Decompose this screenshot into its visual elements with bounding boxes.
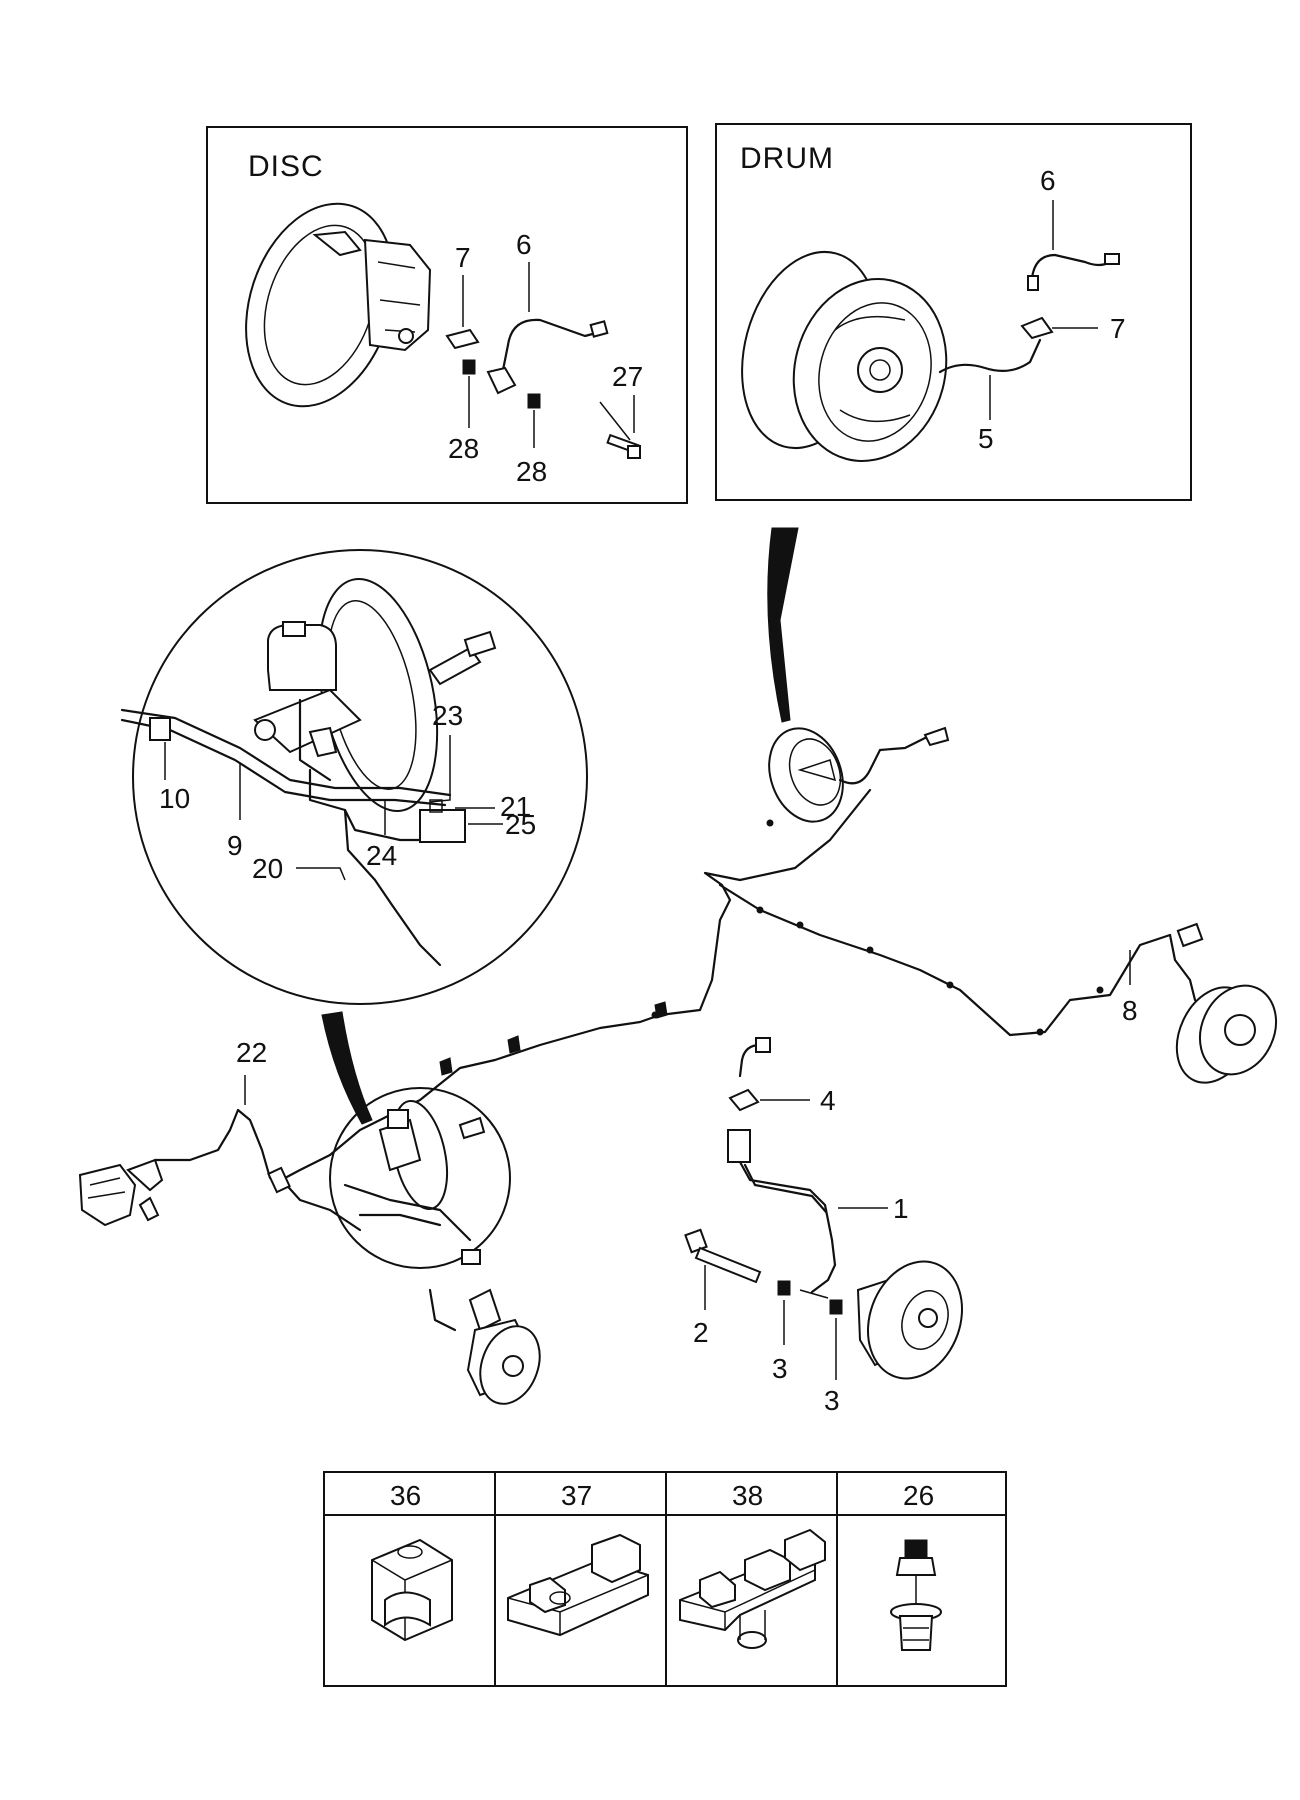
drum-brake-illustration [741,250,948,462]
main-label-3a: 3 [772,1353,788,1384]
disc-label-27: 27 [612,361,643,392]
mc-label-10: 10 [159,783,190,814]
front-right-assembly: 4 1 2 3 3 [684,1037,964,1416]
main-brake-lines: 8 22 [78,726,1277,1416]
main-label-1: 1 [893,1193,909,1224]
clip-header-37: 37 [561,1480,592,1511]
master-cylinder-callout-wedge [321,1011,373,1125]
disc-label-28b: 28 [516,456,547,487]
clip-26-illustration [890,1539,942,1651]
disc-inset-frame [206,126,688,504]
main-label-4: 4 [820,1085,836,1116]
drum-bracket-7 [1020,316,1054,340]
master-cylinder-detail: 10 9 25 23 21 24 20 [120,549,588,1005]
main-label-8: 8 [1122,995,1138,1026]
disc-inset-title: DISC [248,150,324,183]
disc-rotor-illustration [245,202,432,408]
main-label-22: 22 [236,1037,267,1068]
front-left-caliper [78,1158,164,1227]
hose-1 [738,1160,837,1294]
mc-label-23: 23 [432,700,463,731]
drum-hose-6 [1030,253,1112,280]
drum-inset-frame [715,123,1192,501]
disc-label-28a: 28 [448,433,479,464]
drum-callout-wedge [767,527,799,723]
proportioning-valve-25 [419,809,466,843]
drum-label-7: 7 [1110,313,1126,344]
clip-header-26: 26 [903,1480,934,1511]
mc-label-21: 21 [500,791,531,822]
drum-pipe-5 [938,338,1042,374]
clip-36-illustration [371,1538,453,1642]
clip-header-36: 36 [390,1480,421,1511]
disc-inset: DISC 7 6 27 28 28 [206,126,688,504]
disc-label-6: 6 [516,229,532,260]
clips-table: 36 37 38 26 [323,1471,1007,1687]
mc-label-25: 25 [505,809,536,840]
clip-37-illustration [507,1533,649,1637]
drum-label-6: 6 [1040,165,1056,196]
master-cylinder-small [329,1087,511,1269]
rear-drum-small [768,727,844,823]
bracket-4 [728,1088,760,1112]
main-label-2: 2 [693,1317,709,1348]
disc-label-7: 7 [455,242,471,273]
main-label-3b: 3 [824,1385,840,1416]
disc-bracket-7 [445,328,480,350]
drum-inset: DRUM 5 7 6 [715,123,1192,501]
disc-washer-28a [462,359,476,375]
clip-header-38: 38 [732,1480,763,1511]
drum-label-5: 5 [978,423,994,454]
master-cylinder-circle [132,549,588,1005]
rear-right-drum [1175,984,1277,1084]
disc-washer-28b [527,393,541,409]
mc-label-24: 24 [366,840,397,871]
front-right-hub [428,1288,541,1405]
mc-label-9: 9 [227,830,243,861]
line-clips [439,819,1104,1076]
disc-hose-6 [500,318,602,377]
mc-label-20: 20 [252,853,283,884]
clip-38-illustration [679,1528,826,1649]
drum-inset-title: DRUM [740,142,834,175]
